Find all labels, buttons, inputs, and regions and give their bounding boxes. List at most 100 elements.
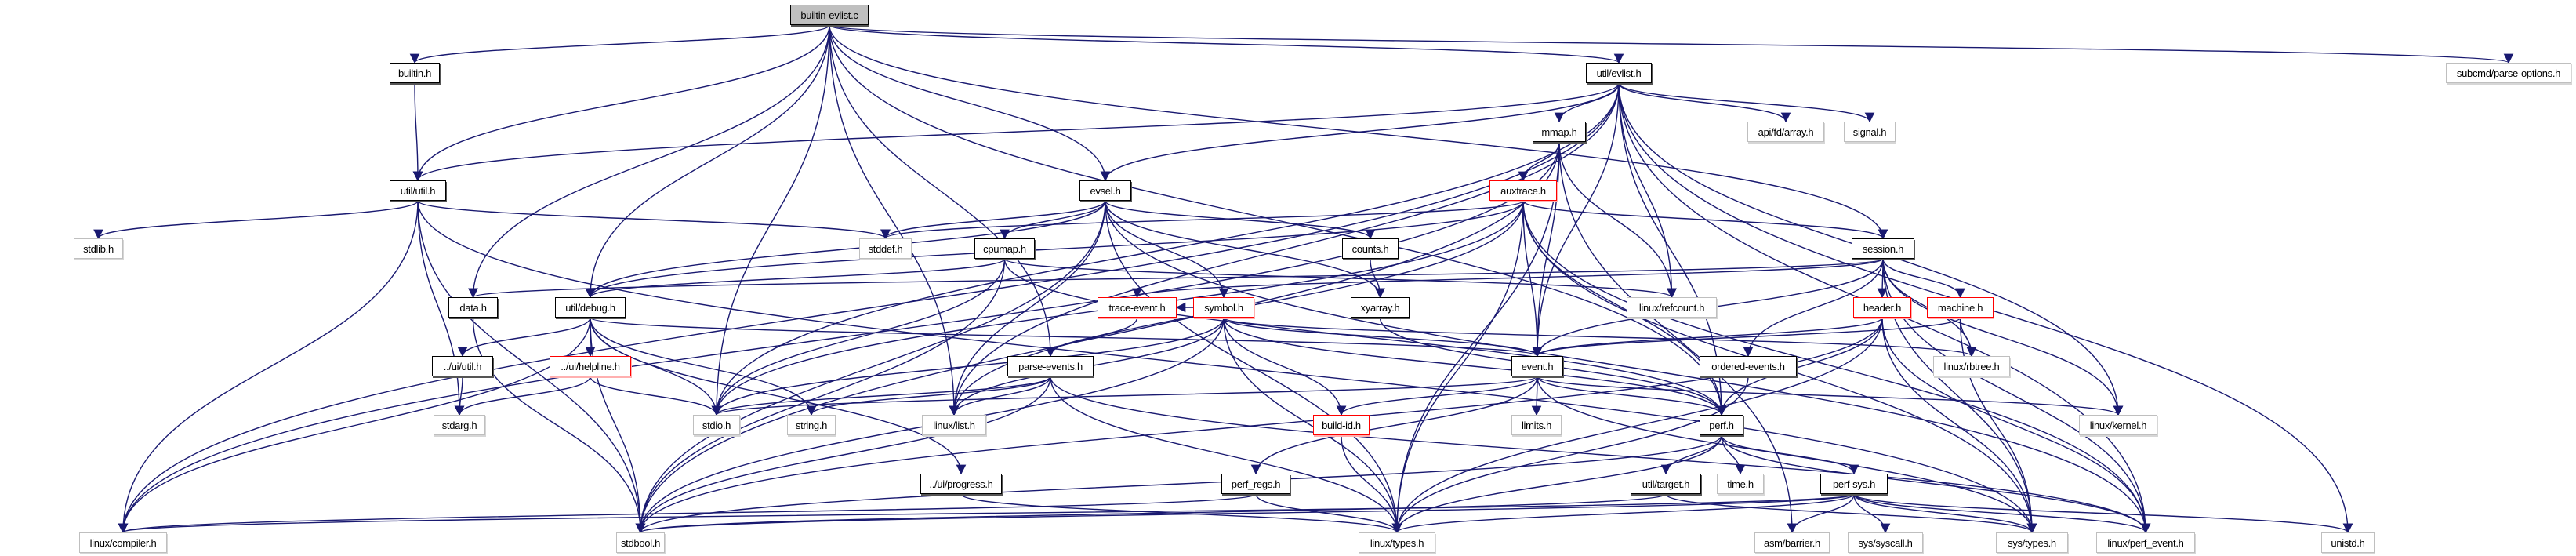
node-builtin-evlist-c: builtin-evlist.c: [790, 5, 869, 25]
edge-util-debug-h-to-stdbool-h: [590, 317, 646, 534]
edge-util-debug-h-to-linux-compiler-h: [118, 317, 591, 534]
edge-ui-util-h-to-stdarg-h: [454, 376, 465, 416]
node-label: data.h: [459, 301, 487, 314]
node-util-evlist-h[interactable]: util/evlist.h: [1586, 63, 1652, 83]
edge-event-h-to-stdio-h: [712, 376, 1538, 416]
edge-util-util-h-to-sys-types-h: [417, 200, 2037, 534]
node-label: util/debug.h: [565, 301, 615, 314]
node-stdio-h[interactable]: stdio.h: [693, 415, 740, 435]
node-label: event.h: [1521, 360, 1554, 372]
node-linux-perf-event-h[interactable]: linux/perf_event.h: [2096, 532, 2195, 553]
node-stdbool-h[interactable]: stdbool.h: [616, 532, 665, 553]
node-ui-progress-h[interactable]: ../ui/progress.h: [920, 474, 1002, 494]
edge-counts-h-to-xyarray-h: [1370, 258, 1385, 299]
edge-perf-regs-h-to-linux-types-h: [1255, 493, 1402, 534]
edge-perf-sys-h-to-asm-barrier-h: [1787, 493, 1855, 534]
node-sys-syscall-h[interactable]: sys/syscall.h: [1848, 532, 1923, 553]
edge-header-h-to-event-h: [1532, 317, 1883, 358]
edge-perf-sys-h-to-linux-types-h: [1391, 493, 1855, 534]
node-subcmd-parse-options-h[interactable]: subcmd/parse-options.h: [2446, 63, 2571, 83]
edge-perf-h-to-stdbool-h: [635, 434, 1722, 534]
edge-header-h-to-perf-h: [1716, 317, 1883, 416]
node-xyarray-h[interactable]: xyarray.h: [1351, 297, 1410, 318]
node-stdlib-h[interactable]: stdlib.h: [74, 238, 123, 259]
node-linux-types-h[interactable]: linux/types.h: [1359, 532, 1435, 553]
edge-session-h-to-ordered-events-h: [1743, 258, 1884, 358]
node-linux-rbtree-h[interactable]: linux/rbtree.h: [1933, 356, 2010, 376]
node-util-debug-h[interactable]: util/debug.h: [555, 297, 626, 318]
node-session-h[interactable]: session.h: [1852, 238, 1914, 259]
edge-ordered-events-h-to-linux-types-h: [1391, 376, 1749, 534]
node-label: stdio.h: [702, 419, 731, 431]
node-time-h[interactable]: time.h: [1717, 474, 1764, 494]
node-signal-h[interactable]: signal.h: [1844, 122, 1896, 142]
edge-util-evlist-h-to-signal-h: [1618, 82, 1875, 123]
node-parse-events-h[interactable]: parse-events.h: [1007, 356, 1094, 376]
edge-util-util-h-to-stdlib-h: [93, 200, 419, 240]
node-symbol-h[interactable]: symbol.h: [1193, 297, 1254, 318]
edge-perf-sys-h-to-linux-compiler-h: [118, 493, 1855, 534]
edge-session-h-to-machine-h: [1882, 258, 1965, 299]
node-asm-barrier-h[interactable]: asm/barrier.h: [1754, 532, 1830, 553]
node-build-id-h[interactable]: build-id.h: [1313, 415, 1370, 435]
node-evsel-h[interactable]: evsel.h: [1079, 180, 1131, 201]
node-ui-util-h[interactable]: ../ui/util.h: [432, 356, 493, 376]
edge-builtin-evlist-c-to-util-evlist-h: [829, 24, 1624, 64]
edge-symbol-h-to-linux-types-h: [1223, 317, 1402, 534]
node-stddef-h[interactable]: stddef.h: [859, 238, 912, 259]
node-sys-types-h[interactable]: sys/types.h: [1996, 532, 2068, 553]
edge-event-h-to-build-id-h: [1336, 376, 1538, 416]
node-linux-list-h[interactable]: linux/list.h: [922, 415, 986, 435]
edge-mmap-h-to-asm-barrier-h: [1558, 141, 1798, 534]
edge-session-h-to-trace-event-h: [1132, 258, 1884, 299]
node-ordered-events-h[interactable]: ordered-events.h: [1700, 356, 1797, 376]
node-builtin-h[interactable]: builtin.h: [390, 63, 440, 83]
edge-util-util-h-to-stddef-h: [417, 200, 891, 240]
node-unistd-h[interactable]: unistd.h: [2321, 532, 2375, 553]
node-trace-event-h[interactable]: trace-event.h: [1098, 297, 1177, 318]
node-util-target-h[interactable]: util/target.h: [1631, 474, 1701, 494]
edge-parse-events-h-to-linux-list-h: [949, 376, 1051, 416]
node-header-h[interactable]: header.h: [1853, 297, 1911, 318]
edge-perf-regs-h-to-linux-compiler-h: [118, 493, 1257, 534]
node-string-h[interactable]: string.h: [787, 415, 836, 435]
node-cpumap-h[interactable]: cpumap.h: [974, 238, 1035, 259]
edge-perf-sys-h-to-sys-syscall-h: [1853, 493, 1891, 534]
node-label: stdlib.h: [83, 242, 114, 255]
node-perf-regs-h[interactable]: perf_regs.h: [1221, 474, 1290, 494]
node-perf-h[interactable]: perf.h: [1700, 415, 1743, 435]
node-label: ordered-events.h: [1711, 360, 1785, 372]
node-label: util/target.h: [1642, 478, 1690, 490]
node-util-util-h[interactable]: util/util.h: [390, 180, 446, 201]
node-linux-kernel-h[interactable]: linux/kernel.h: [2079, 415, 2157, 435]
node-perf-sys-h[interactable]: perf-sys.h: [1820, 474, 1888, 494]
node-limits-h[interactable]: limits.h: [1511, 415, 1562, 435]
node-label: time.h: [1727, 478, 1754, 490]
node-label: ../ui/helpline.h: [561, 360, 620, 372]
node-label: sys/types.h: [2008, 536, 2056, 549]
node-api-fd-array-h[interactable]: api/fd/array.h: [1747, 122, 1824, 142]
node-counts-h[interactable]: counts.h: [1342, 238, 1399, 259]
edge-evsel-h-to-linux-types-h: [1105, 200, 1402, 534]
edge-cpumap-h-to-linux-refcount-h: [1003, 258, 1677, 299]
edge-util-util-h-to-stdbool-h: [417, 200, 646, 534]
edge-util-debug-h-to-string-h: [590, 317, 817, 416]
node-mmap-h[interactable]: mmap.h: [1533, 122, 1586, 142]
node-label: ../ui/util.h: [443, 360, 482, 372]
node-stdarg-h[interactable]: stdarg.h: [434, 415, 485, 435]
edge-session-h-to-linux-kernel-h: [1882, 258, 2124, 416]
edge-builtin-evlist-c-to-session-h: [829, 24, 1888, 240]
node-ui-helpline-h[interactable]: ../ui/helpline.h: [550, 356, 631, 376]
node-linux-compiler-h[interactable]: linux/compiler.h: [79, 532, 167, 553]
edge-auxtrace-h-to-stddef-h: [880, 200, 1524, 240]
edge-util-debug-h-to-event-h: [590, 317, 1542, 358]
node-event-h[interactable]: event.h: [1511, 356, 1563, 376]
node-linux-refcount-h[interactable]: linux/refcount.h: [1627, 297, 1717, 318]
edge-machine-h-to-sys-types-h: [1959, 317, 2037, 534]
node-label: linux/kernel.h: [2089, 419, 2147, 431]
node-auxtrace-h[interactable]: auxtrace.h: [1489, 180, 1557, 201]
node-machine-h[interactable]: machine.h: [1927, 297, 1994, 318]
node-data-h[interactable]: data.h: [448, 297, 498, 318]
edge-util-evlist-h-to-linux-list-h: [949, 82, 1620, 416]
edge-mmap-h-to-linux-compiler-h: [118, 141, 1560, 534]
